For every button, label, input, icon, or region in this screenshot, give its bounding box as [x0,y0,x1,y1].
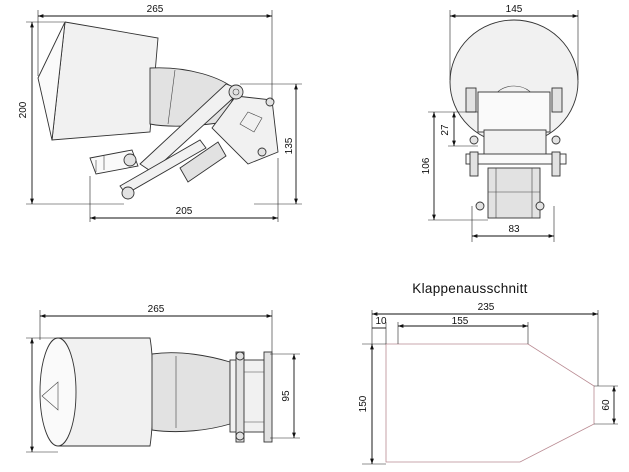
dim-bracket-width: 205 [176,206,193,217]
cutout-view: Klappenausschnitt 235 10 155 150 60 [358,281,618,465]
dim-side-height: 200 [18,101,29,118]
side-fan-inlet [37,21,66,141]
dim-cutout-height: 150 [358,395,369,412]
side-view: 265 200 135 205 [18,4,302,222]
dim-cutout-offset: 10 [375,316,387,327]
top-motor-body [151,352,231,433]
cutout-outline [385,343,595,463]
dim-front-base: 83 [508,224,520,235]
side-bracket-plate [211,95,279,165]
cutout-title: Klappenausschnitt [412,281,527,296]
side-bracket-clamp [179,141,227,183]
front-motor-block [477,91,551,133]
top-fan-cone [41,381,59,411]
dim-side-width: 265 [147,4,164,15]
dim-front-height: 106 [421,157,432,174]
dim-cutout-outlet: 60 [601,399,612,411]
side-fan-housing [51,21,159,141]
dim-front-width: 145 [506,4,523,15]
side-mount-bolt [123,153,137,167]
top-bracket [229,359,267,433]
dim-bracket-height: 135 [284,137,295,154]
side-pivot-bolt [228,84,244,100]
dim-front-bracket: 27 [440,124,451,136]
dim-top-width: 265 [148,304,165,315]
front-view: 145 27 106 83 [421,4,579,242]
dim-cutout-top: 155 [452,316,469,327]
dim-top-depth: 95 [281,390,292,402]
side-foot-bolt [121,186,135,200]
front-bracket-lower [487,167,541,219]
front-bracket-upper [483,129,547,159]
dim-cutout-width: 235 [478,302,495,313]
top-view: 265 95 [26,304,300,453]
